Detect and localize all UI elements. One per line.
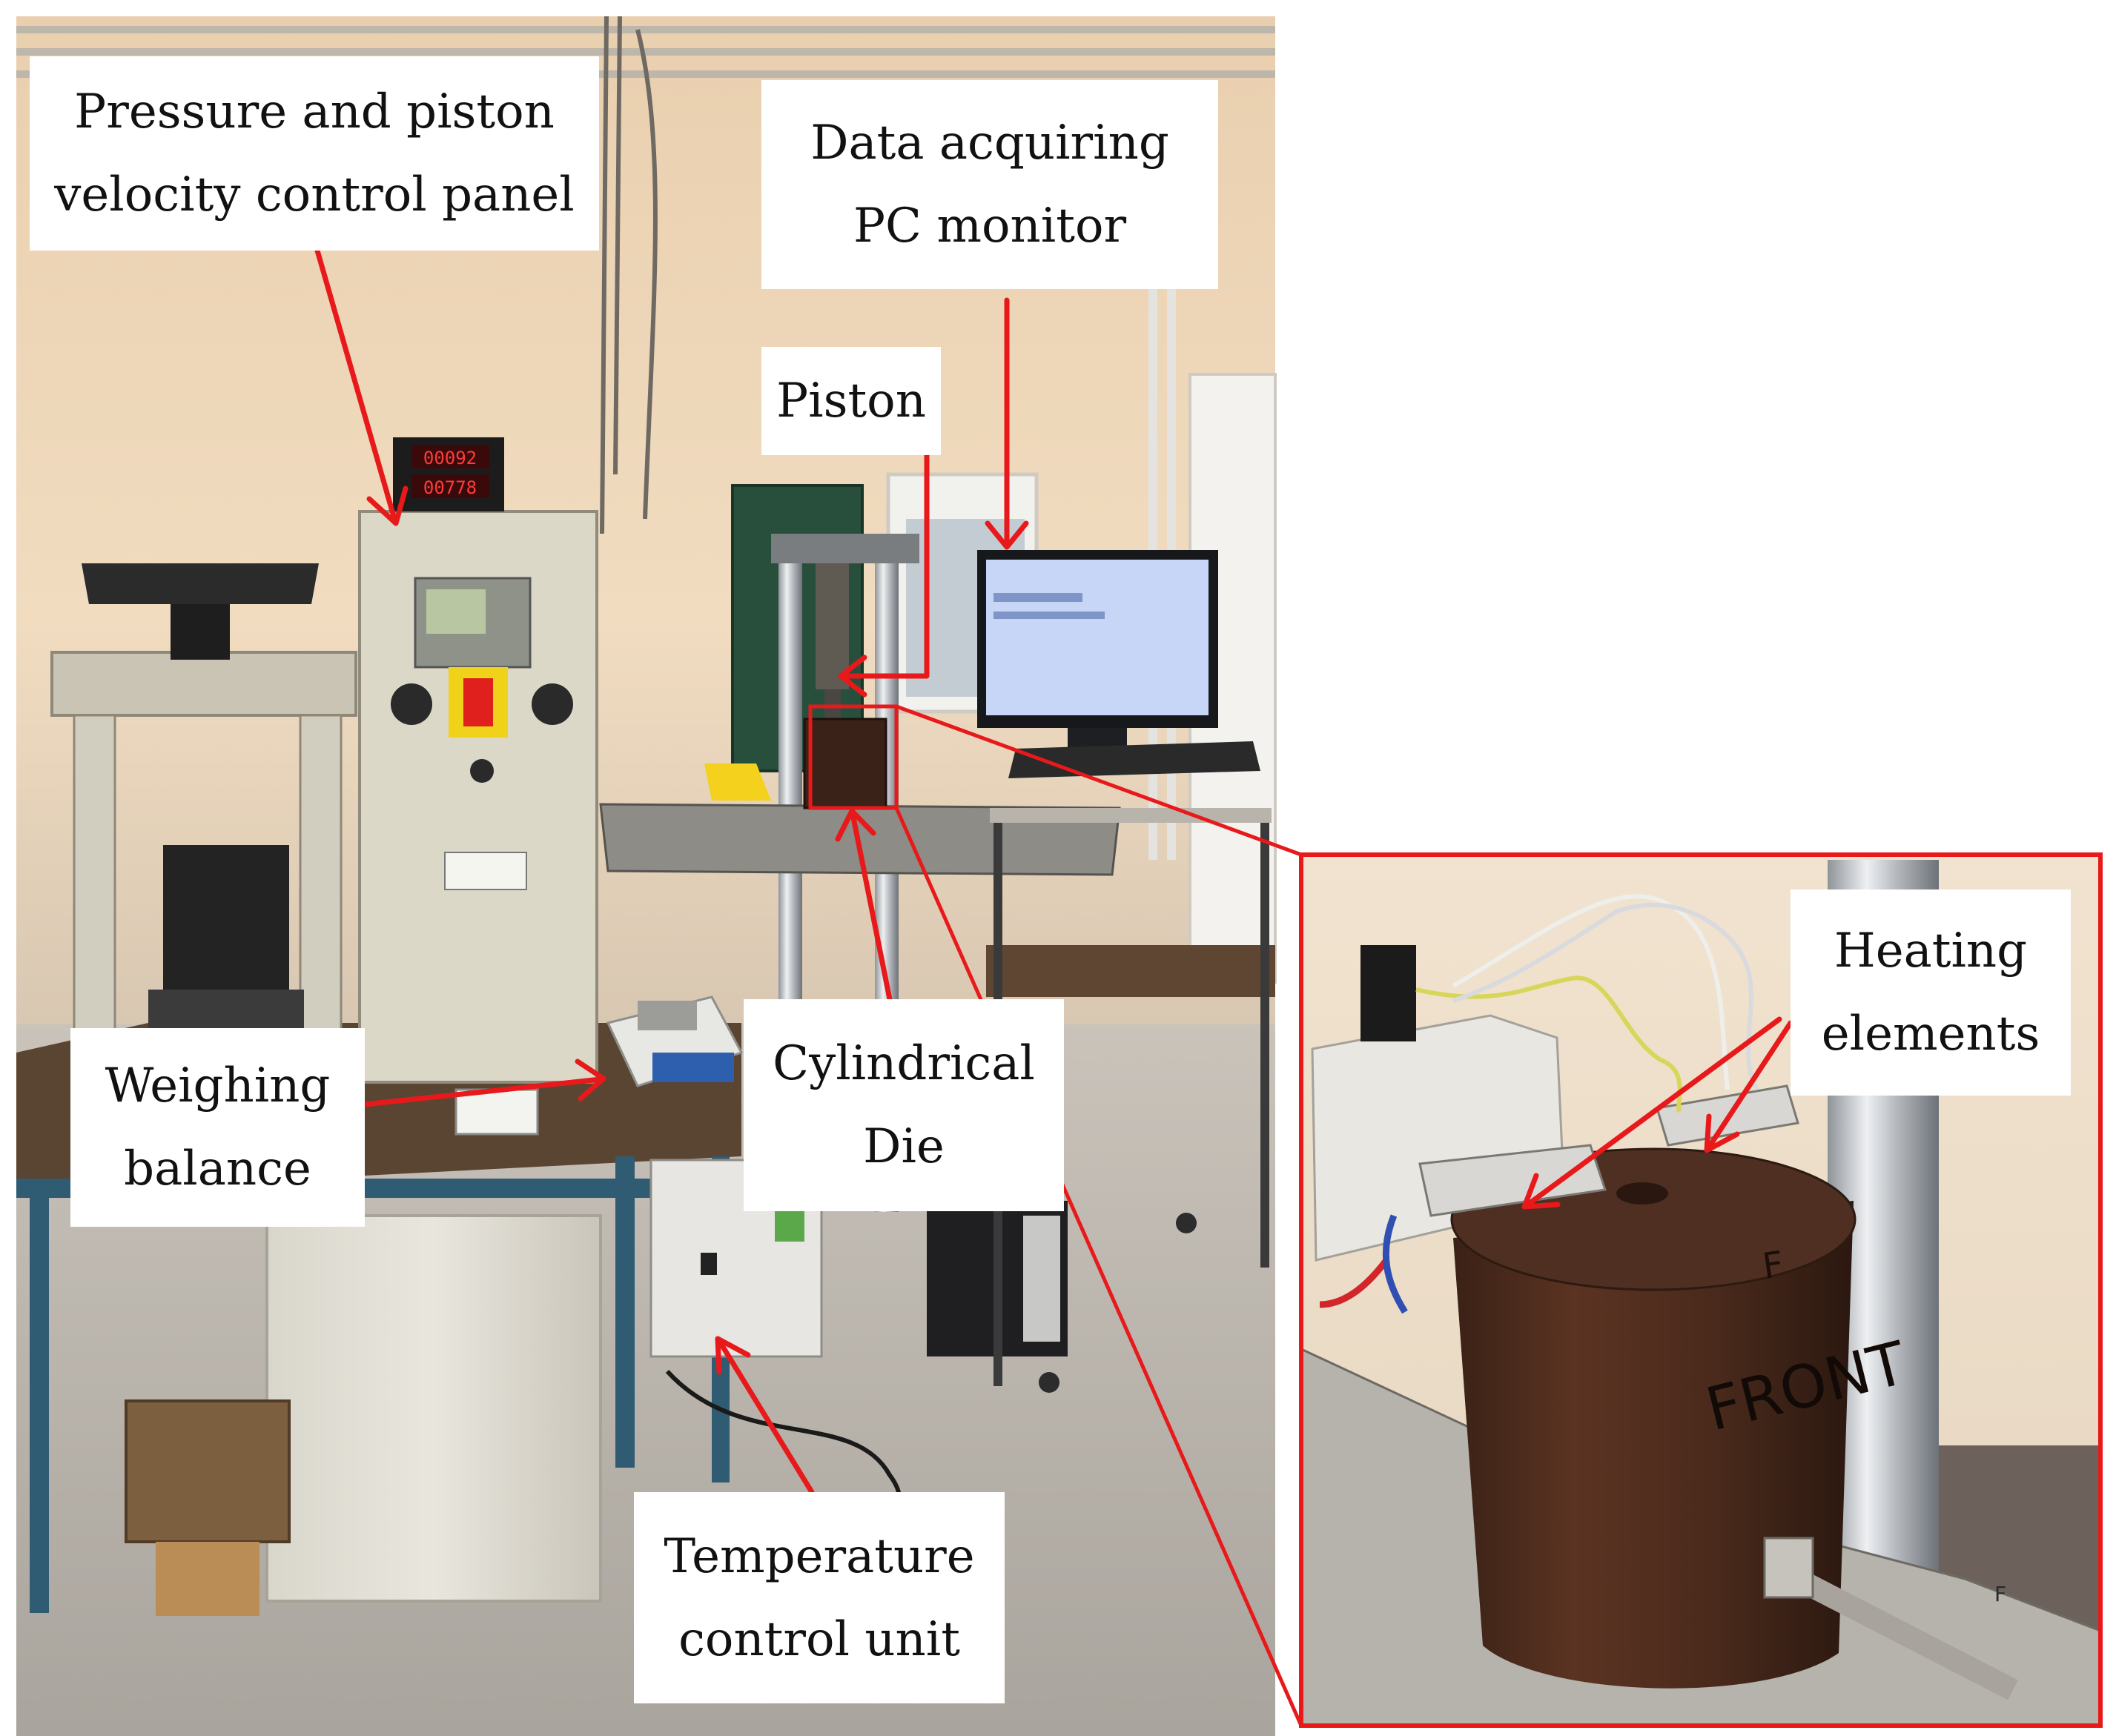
label-heating-elements-line2: elements xyxy=(1821,1007,2040,1061)
label-cylindrical-die: Cylindrical Die xyxy=(744,999,1064,1211)
label-pc-monitor: Data acquiring PC monitor xyxy=(761,80,1218,289)
zoom-line-top xyxy=(896,704,1302,857)
label-heating-elements-line1: Heating xyxy=(1834,924,2028,978)
label-piston-line1: Piston xyxy=(776,374,926,428)
red-arrow-icon xyxy=(362,1059,606,1107)
label-pc-monitor-line2: PC monitor xyxy=(853,199,1127,254)
label-heating-elements: Heating elements xyxy=(1791,889,2071,1096)
small-sample-block xyxy=(454,1088,539,1136)
weighing-balance xyxy=(606,995,744,1087)
red-arrow-icon xyxy=(985,297,1029,550)
red-arrow-icon xyxy=(715,1336,815,1495)
control-panel-tower: 00092 00778 xyxy=(358,437,598,1084)
svg-text:00778: 00778 xyxy=(423,477,477,498)
wooden-blocks xyxy=(156,1542,259,1616)
red-arrow-icon xyxy=(1704,1020,1793,1153)
label-weighing-balance: Weighing balance xyxy=(70,1028,365,1227)
inset-cylindrical-die: F FRONT xyxy=(1450,1147,1914,1689)
inset-border xyxy=(1299,852,2103,1728)
label-pressure-panel: Pressure and piston velocity control pan… xyxy=(30,56,599,251)
annotation-arrows xyxy=(314,248,1793,1495)
label-piston: Piston xyxy=(761,347,941,455)
label-temperature-control-line2: control unit xyxy=(678,1611,960,1667)
inset-wires xyxy=(1319,894,1759,1314)
red-arrow-icon xyxy=(1521,1016,1782,1210)
label-weighing-balance-line1: Weighing xyxy=(105,1059,331,1113)
svg-text:00092: 00092 xyxy=(423,448,477,468)
red-arrow-icon xyxy=(314,248,409,526)
under-table-cabinet xyxy=(265,1214,602,1603)
label-cylindrical-die-line1: Cylindrical xyxy=(773,1036,1035,1091)
label-pressure-panel-line1: Pressure and piston xyxy=(74,85,555,139)
label-temperature-control: Temperature control unit xyxy=(634,1492,1005,1703)
label-pressure-panel-line2: velocity control panel xyxy=(54,168,575,222)
label-cylindrical-die-line2: Die xyxy=(863,1119,945,1174)
drawer-unit xyxy=(125,1399,291,1543)
compression-press xyxy=(50,563,357,1065)
inset-threaded-rod: F xyxy=(1763,1537,2018,1700)
label-temperature-control-line1: Temperature xyxy=(664,1528,975,1584)
heating-element-left xyxy=(1418,1144,1607,1217)
pc-tower-and-cart xyxy=(927,808,1275,1393)
zoom-line-bottom xyxy=(894,806,1303,1727)
red-arrow-icon xyxy=(835,808,893,1002)
inset-connector xyxy=(1360,945,1416,1041)
red-arrow-icon xyxy=(838,452,930,698)
zoom-connector-lines xyxy=(894,704,1303,1727)
label-weighing-balance-line2: balance xyxy=(124,1142,311,1196)
hanging-cables xyxy=(600,16,658,534)
die-letter-base: F xyxy=(1994,1582,2006,1606)
label-pc-monitor-line1: Data acquiring xyxy=(810,116,1169,170)
zoom-source-rectangle xyxy=(808,704,899,810)
